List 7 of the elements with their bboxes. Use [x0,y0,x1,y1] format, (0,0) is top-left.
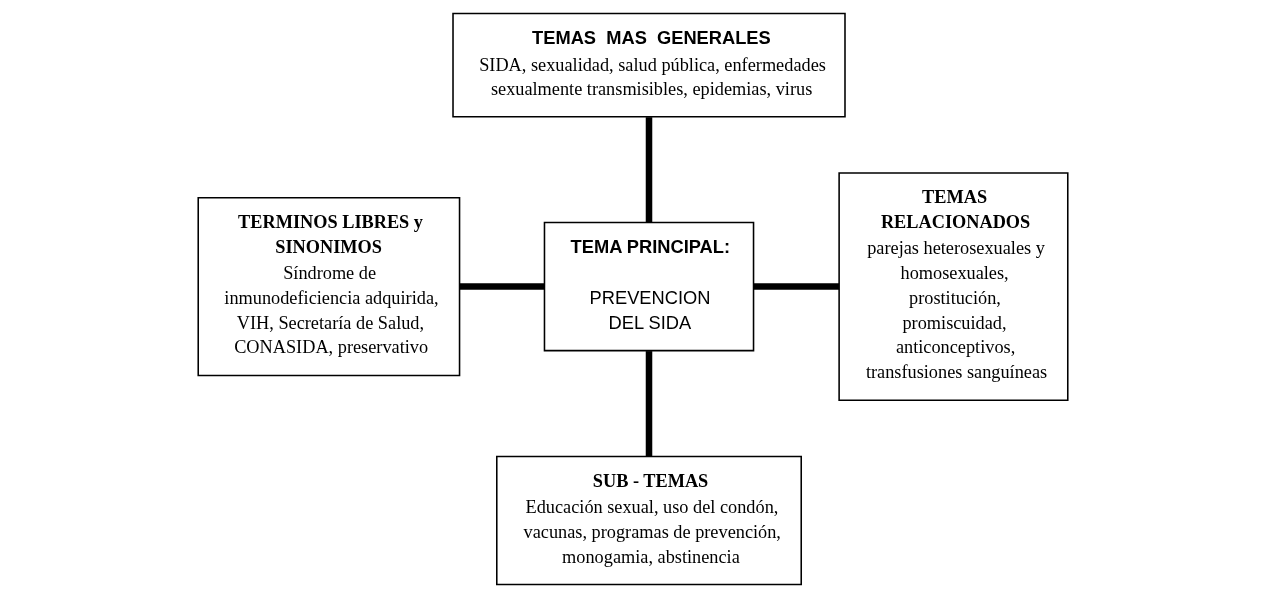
node-box: TEMAS MAS GENERALES SIDA, sexualidad, salud pública, enfermedades sexualmente transmisibles, epidemias, virus [452,12,846,118]
node-box: TEMA PRINCIPAL: PREVENCION DEL SIDA [543,221,755,352]
connector [753,283,840,290]
connector [459,283,545,290]
node-box: SUB - TEMAS Educación sexual, uso del condón, vacunas, programas de prevención, monogamia, abstinencia [496,455,802,586]
node-box: TERMINOS LIBRES y SINONIMOS Síndrome de inmunodeficiencia adquirida, VIH, Secretaría de Salud, CONASIDA, preservativo [197,196,461,377]
node-box: TEMAS RELACIONADOS parejas heterosexuales y homosexuales, prostitución, promiscuidad, anticonceptivos, transfusiones sanguíneas [838,172,1069,402]
